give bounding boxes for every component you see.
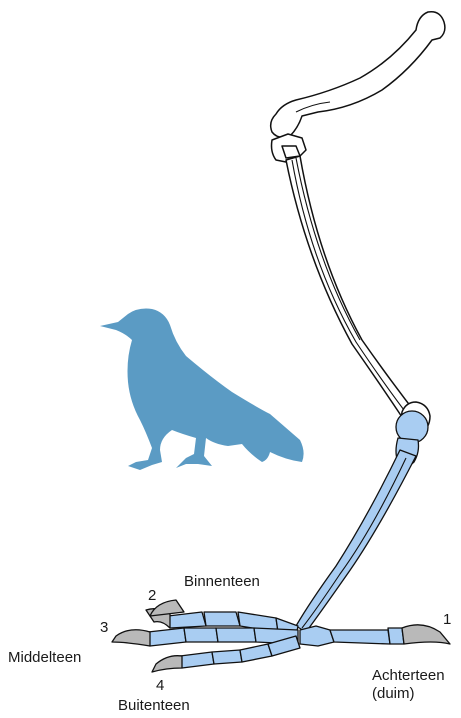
toe-1-name-line2: (duim)	[372, 685, 415, 702]
toe-4-name: Buitenteen	[118, 697, 190, 714]
bird-silhouette	[100, 309, 304, 470]
toe-1-number: 1	[443, 611, 451, 628]
toe-1-hind	[300, 625, 450, 646]
tarsometatarsus-bone	[296, 450, 416, 632]
label-toe-4: 4 Buitenteen	[118, 677, 190, 714]
toe-2-name: Binnenteen	[184, 573, 260, 590]
toe-3-name: Middelteen	[8, 649, 81, 666]
lower-leg-bone	[286, 156, 430, 434]
label-toe-3: 3 Middelteen	[8, 619, 108, 666]
toe-4-number: 4	[156, 677, 164, 694]
toe-1-name: Achterteen	[372, 667, 445, 684]
toe-2-number: 2	[148, 587, 156, 604]
upper-leg-bone	[271, 12, 445, 138]
label-toe-2: 2 Binnenteen	[148, 573, 260, 604]
toe-3-number: 3	[100, 619, 108, 636]
